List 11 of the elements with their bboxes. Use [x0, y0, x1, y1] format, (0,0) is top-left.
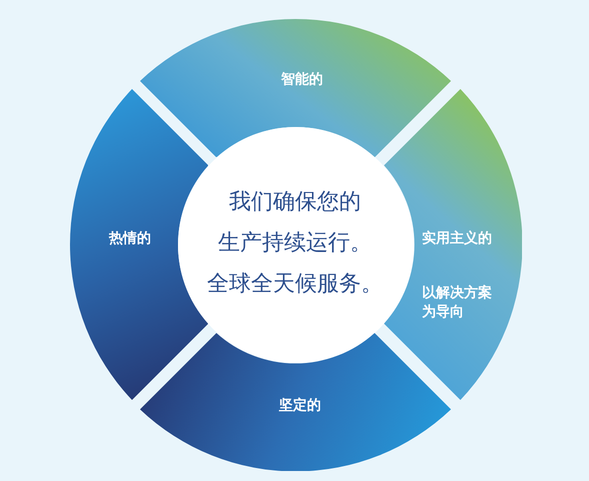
ring-segment — [140, 332, 452, 471]
segment-label: 热情的 — [109, 228, 151, 248]
segment-label: 坚定的 — [278, 395, 321, 414]
ring-segment — [70, 89, 208, 400]
segment-label: 智能的 — [280, 70, 323, 88]
ring-segment — [384, 89, 522, 400]
ring-segment — [140, 19, 452, 158]
segment-label: 实用主义的 — [422, 228, 492, 248]
segment-description: 以解决方案为导向 — [422, 282, 493, 321]
center-circle — [178, 127, 414, 363]
center-statement: 我们确保您的生产持续运行。全球全天候服务。 — [206, 188, 384, 298]
